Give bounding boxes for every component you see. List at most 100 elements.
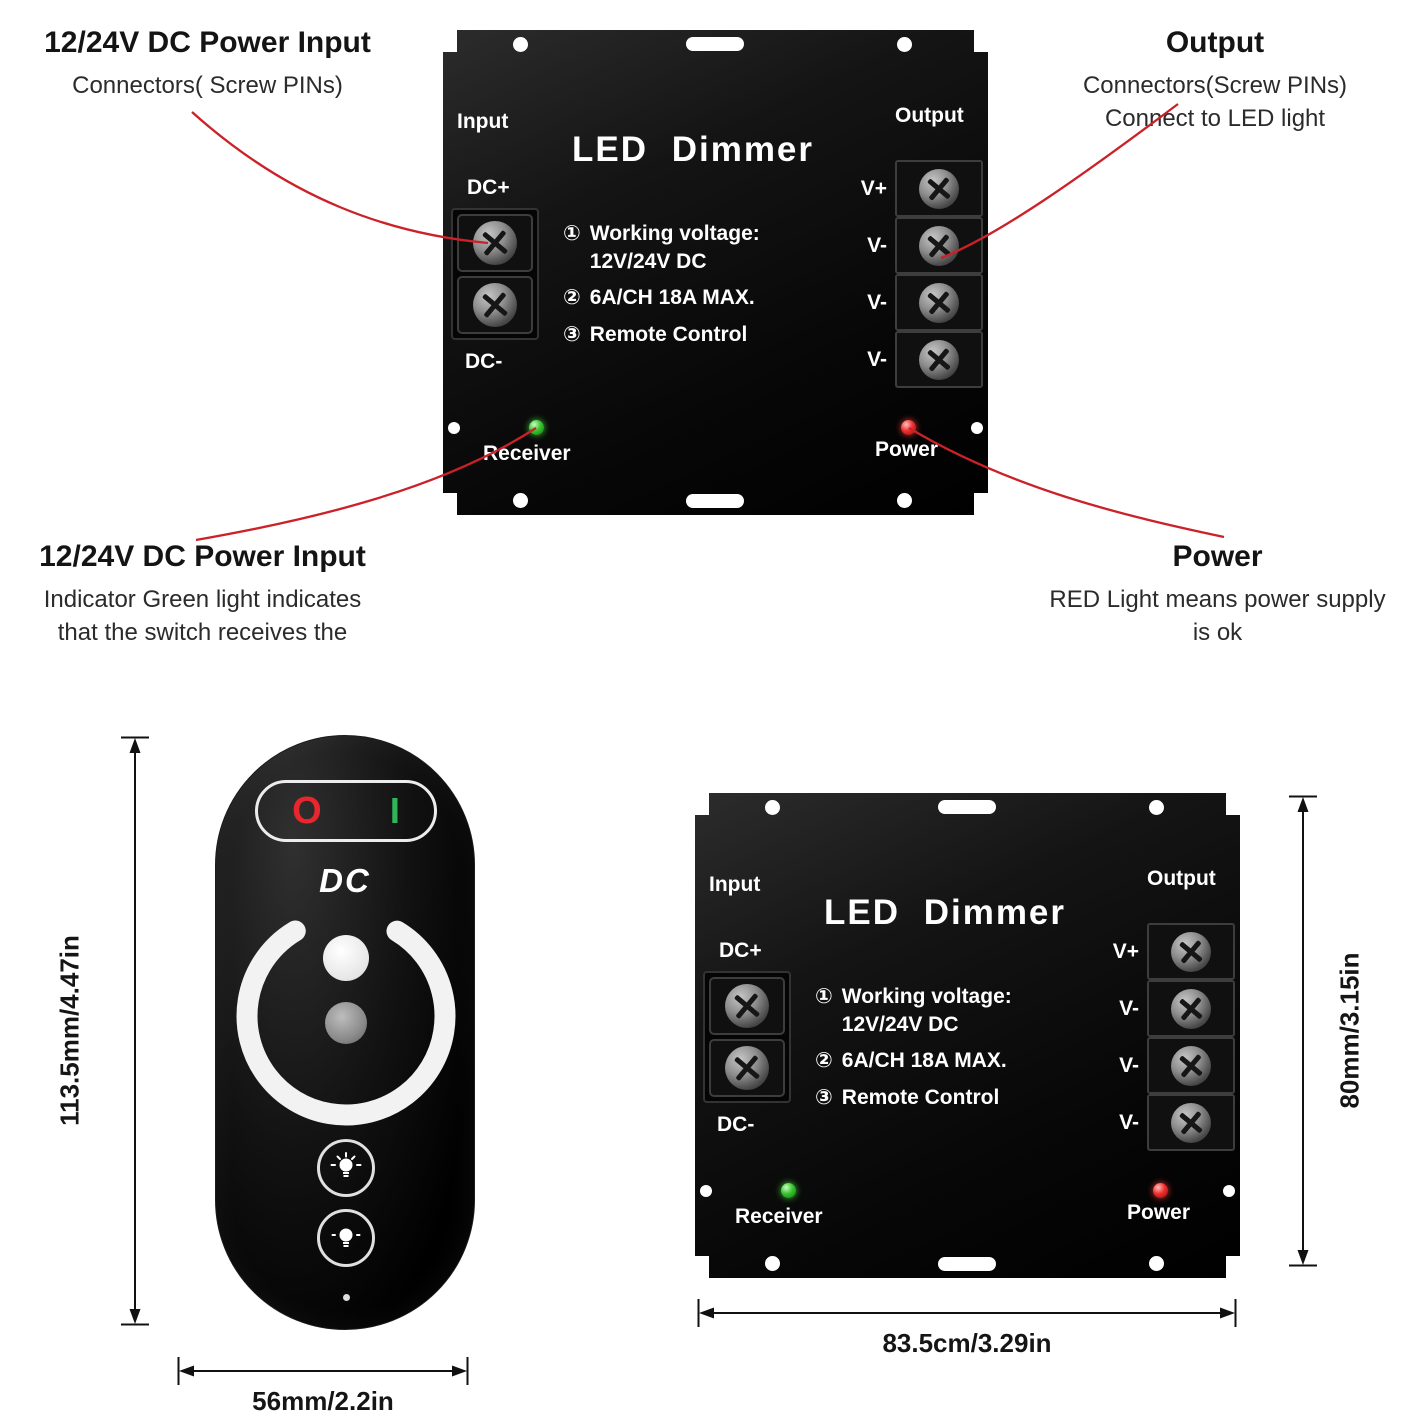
indicator-dot [343,1294,350,1301]
spec-item: ② 6A/CH 18A MAX. [563,284,760,312]
terminal-screw [919,168,959,209]
spec-item: ② 6A/CH 18A MAX. [815,1047,1012,1075]
terminal-cell [1147,923,1235,980]
power-off-button: O [292,789,322,832]
spec-text: Remote Control [589,323,748,347]
terminal-screw [1171,1102,1211,1143]
remote-control: O I DC [215,735,475,1330]
input-label: Input [457,110,509,133]
spec-item: ③ Remote Control [563,321,760,349]
power-on-button: I [389,790,400,831]
terminal-cell [895,217,983,274]
dc-minus-label: DC- [465,350,503,373]
terminal-screw [725,1046,769,1090]
mount-slot [686,494,744,508]
callout-power-indicator: Power RED Light means power supply is ok [1020,540,1415,650]
mount-hole [513,493,528,508]
spec-text: 6A/CH 18A MAX. [589,286,755,310]
output-terminal: V- [843,217,983,274]
callout-title: Power [1172,540,1263,573]
output-label: Output [1147,867,1216,890]
terminal-screw [1171,1045,1211,1086]
mount-hole [513,37,528,52]
input-label: Input [709,873,761,896]
spec-number: ① [815,984,833,1008]
device-body: Input LED Dimmer Output DC+ DC- ① Workin… [443,30,988,515]
terminal-cell [709,1039,785,1097]
dc-label: DC [319,862,371,899]
terminal-cell [1147,1094,1235,1151]
spec-item: ① Working voltage: 12V/24V DC [563,220,760,275]
terminal-cell [1147,980,1235,1037]
output-terminal: V- [843,331,983,388]
device-body: Input LED Dimmer Output DC+ DC- ① Workin… [695,793,1240,1278]
output-terminal: V- [1095,1037,1235,1094]
spec-number: ③ [815,1085,833,1110]
dial-ring [236,906,456,1126]
dc-minus-label: DC- [717,1113,755,1136]
receiver-led [529,420,544,435]
terminal-screw [919,282,959,323]
callout-power-input-connectors: 12/24V DC Power Input Connectors( Screw … [5,26,410,102]
output-terminal: V+ [1095,923,1235,980]
brightness-down-button [317,1209,375,1267]
terminal-label: V+ [860,176,887,200]
mount-hole [448,422,460,434]
output-terminal-block: V+ V- V- V- [843,160,983,388]
receiver-label: Receiver [483,442,571,465]
mount-hole [1149,800,1164,815]
spec-text: Working voltage: 12V/24V DC [841,985,1012,1036]
dimension-arrow-remote-width [177,1357,469,1385]
mount-slot [686,37,744,51]
led-dimmer-front-view: Input LED Dimmer Output DC+ DC- ① Workin… [443,30,988,515]
terminal-screw [473,221,517,265]
terminal-screw [1171,988,1211,1029]
brightness-up-button [317,1139,375,1197]
terminal-screw [1171,931,1211,972]
power-switch: O I [255,780,437,842]
spec-item: ① Working voltage: 12V/24V DC [815,983,1012,1038]
output-terminal: V- [1095,980,1235,1037]
callout-desc: RED Light means power supply is ok [1049,585,1386,647]
terminal-cell [895,274,983,331]
spec-list: ① Working voltage: 12V/24V DC ② 6A/CH 18… [815,983,1012,1112]
dc-plus-label: DC+ [719,939,762,962]
terminal-cell [895,331,983,388]
input-terminal-block [703,971,791,1103]
terminal-cell [457,214,533,272]
remote-height-dimension: 113.5mm/4.47in [54,935,85,1126]
controller-height-dimension: 80mm/3.15in [1334,952,1365,1109]
output-label: Output [895,104,964,127]
mount-slot [938,1257,996,1271]
brightness-down-icon [331,1228,361,1247]
brightness-up-icon [330,1152,362,1177]
output-terminal-block: V+ V- V- V- [1095,923,1235,1151]
terminal-label: V- [1119,1053,1139,1077]
dc-plus-label: DC+ [467,176,510,199]
output-terminal: V+ [843,160,983,217]
mount-hole [765,800,780,815]
terminal-label: V- [867,290,887,314]
spec-number: ③ [563,322,581,347]
terminal-cell [709,977,785,1035]
terminal-cell [457,276,533,334]
mount-hole [700,1185,712,1197]
callout-title: 12/24V DC Power Input [44,26,371,59]
mount-hole [1149,1256,1164,1271]
mount-slot [938,800,996,814]
spec-text: Remote Control [841,1086,1000,1110]
terminal-screw [725,984,769,1028]
power-led-label: Power [875,438,939,461]
input-terminal-block [451,208,539,340]
terminal-screw [473,283,517,327]
terminal-label: V- [1119,1110,1139,1134]
callout-title: Output [1165,26,1265,59]
mount-hole [1223,1185,1235,1197]
device-title: LED Dimmer [571,130,815,169]
dimension-arrow-remote-height [121,736,149,1326]
dial-button-bottom [325,1002,367,1044]
callout-receiver-indicator: 12/24V DC Power Input Indicator Green li… [0,540,405,650]
output-terminal: V- [1095,1094,1235,1151]
mount-hole [765,1256,780,1271]
power-led-label: Power [1127,1201,1191,1224]
